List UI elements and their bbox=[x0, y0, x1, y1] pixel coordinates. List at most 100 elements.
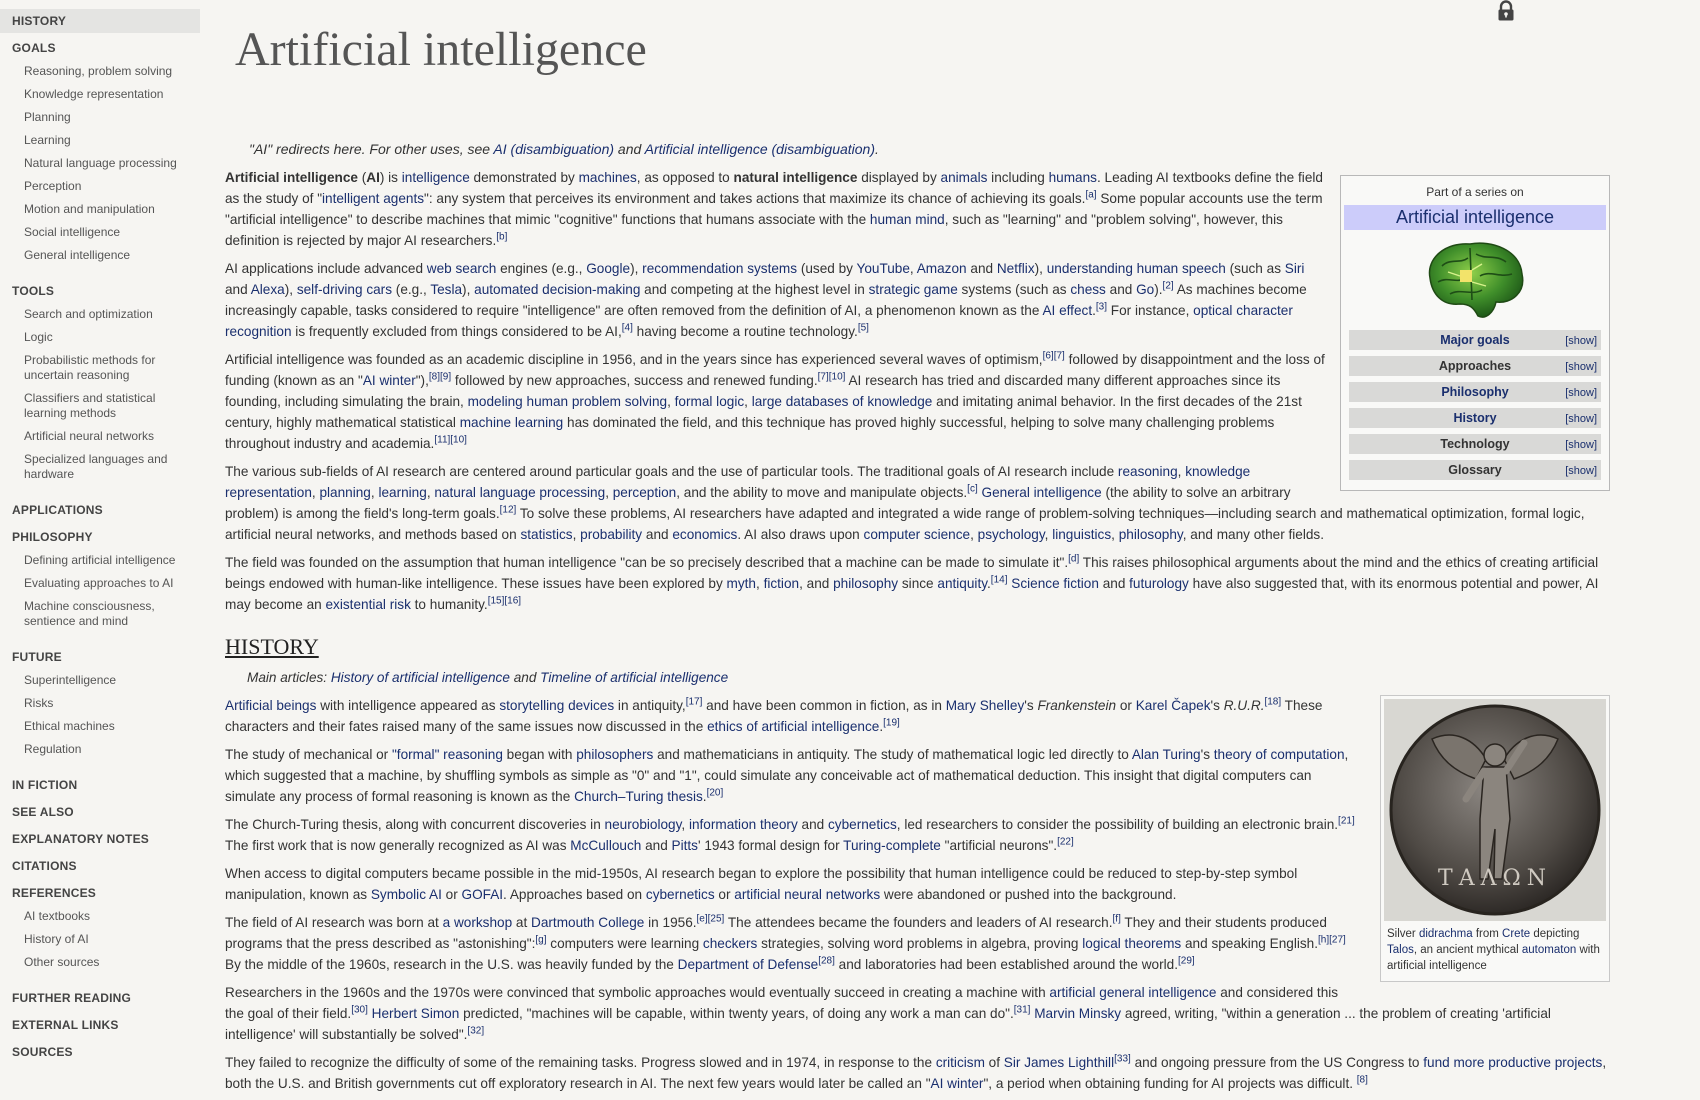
toc-item-superintelligence[interactable]: Superintelligence bbox=[24, 673, 117, 687]
toc-section-explanatory-notes[interactable]: EXPLANATORY NOTES bbox=[12, 832, 149, 846]
toc-item-planning[interactable]: Planning bbox=[24, 110, 71, 124]
article-link[interactable]: Department of Defense bbox=[677, 957, 819, 972]
article-link[interactable]: automated decision-making bbox=[474, 282, 641, 297]
article-link[interactable]: information theory bbox=[688, 817, 798, 832]
article-link[interactable]: Alan Turing bbox=[1131, 747, 1201, 762]
infobox-row-philosophy[interactable]: Philosophy[show] bbox=[1349, 382, 1601, 402]
citation-link[interactable]: [3] bbox=[1095, 301, 1107, 313]
toc-item-motion-and-manipulation[interactable]: Motion and manipulation bbox=[24, 202, 155, 216]
article-link[interactable]: Talos bbox=[1387, 944, 1414, 956]
citation-link[interactable]: [c] bbox=[967, 483, 978, 495]
article-link[interactable]: humans bbox=[1048, 170, 1097, 185]
citation-link[interactable]: [22] bbox=[1057, 836, 1074, 848]
article-link[interactable]: YouTube bbox=[856, 261, 910, 276]
toc-item-machine-consciousness-sentience-and-mind[interactable]: Machine consciousness, sentience and min… bbox=[24, 599, 155, 628]
citation-link[interactable]: [17] bbox=[685, 696, 703, 708]
article-link[interactable]: Sir James Lighthill bbox=[1003, 1055, 1115, 1070]
article-link[interactable]: "formal" reasoning bbox=[391, 747, 503, 762]
citation-link[interactable]: [d] bbox=[1068, 553, 1080, 565]
toc-section-future[interactable]: FUTURE bbox=[12, 650, 62, 664]
lock-icon[interactable] bbox=[1497, 0, 1515, 22]
toc-section-goals[interactable]: GOALS bbox=[12, 41, 56, 55]
brain-image[interactable] bbox=[1420, 236, 1530, 324]
citation-link[interactable]: [f] bbox=[1112, 913, 1121, 925]
article-link[interactable]: reasoning bbox=[1117, 464, 1178, 479]
article-link[interactable]: natural language processing bbox=[434, 485, 606, 500]
article-link[interactable]: Symbolic AI bbox=[370, 887, 442, 902]
article-link[interactable]: storytelling devices bbox=[499, 698, 615, 713]
citation-link[interactable]: [7][10] bbox=[817, 371, 846, 383]
article-link[interactable]: machine learning bbox=[459, 415, 564, 430]
article-link[interactable]: automaton bbox=[1521, 944, 1577, 956]
citation-link[interactable]: [2] bbox=[1162, 280, 1174, 292]
article-link[interactable]: futurology bbox=[1129, 576, 1189, 591]
article-link[interactable]: large databases of knowledge bbox=[751, 394, 933, 409]
toc-section-tools[interactable]: TOOLS bbox=[12, 284, 55, 298]
article-link[interactable]: computer science bbox=[863, 527, 971, 542]
article-link[interactable]: criticism bbox=[935, 1055, 985, 1070]
toc-item-perception[interactable]: Perception bbox=[24, 179, 82, 193]
citation-link[interactable]: [18] bbox=[1264, 696, 1282, 708]
article-link[interactable]: Go bbox=[1136, 282, 1155, 297]
citation-link[interactable]: [29] bbox=[1177, 955, 1195, 967]
article-link[interactable]: modeling human problem solving bbox=[467, 394, 668, 409]
article-link[interactable]: Marvin Minsky bbox=[1034, 1006, 1122, 1021]
infobox-row-approaches[interactable]: Approaches[show] bbox=[1349, 356, 1601, 376]
toc-item-ai-textbooks[interactable]: AI textbooks bbox=[24, 909, 91, 923]
article-link[interactable]: animals bbox=[940, 170, 988, 185]
article-link[interactable]: logical theorems bbox=[1082, 936, 1182, 951]
article-link[interactable]: a workshop bbox=[442, 915, 513, 930]
article-link[interactable]: theory of computation bbox=[1213, 747, 1345, 762]
infobox-row-history[interactable]: History[show] bbox=[1349, 408, 1601, 428]
toc-section-external-links[interactable]: EXTERNAL LINKS bbox=[12, 1018, 119, 1032]
citation-link[interactable]: [4] bbox=[621, 322, 633, 334]
infobox-row-technology[interactable]: Technology[show] bbox=[1349, 434, 1601, 454]
article-link[interactable]: artificial general intelligence bbox=[1049, 985, 1217, 1000]
citation-link[interactable]: [h][27] bbox=[1318, 934, 1346, 946]
article-link[interactable]: GOFAI bbox=[461, 887, 504, 902]
infobox-row-major-goals[interactable]: Major goals[show] bbox=[1349, 330, 1601, 350]
article-link[interactable]: statistics bbox=[520, 527, 573, 542]
toc-item-other-sources[interactable]: Other sources bbox=[24, 955, 100, 969]
toc-item-artificial-neural-networks[interactable]: Artificial neural networks bbox=[24, 429, 155, 443]
toc-item-classifiers-and-statistical-learning-methods[interactable]: Classifiers and statistical learning met… bbox=[24, 391, 156, 420]
article-link[interactable]: Mary Shelley bbox=[945, 698, 1025, 713]
article-link[interactable]: neurobiology bbox=[604, 817, 682, 832]
article-link[interactable]: Herbert Simon bbox=[371, 1006, 460, 1021]
citation-link[interactable]: [32] bbox=[467, 1025, 485, 1037]
infobox-row-glossary[interactable]: Glossary[show] bbox=[1349, 460, 1601, 480]
toc-section-see-also[interactable]: SEE ALSO bbox=[12, 805, 74, 819]
article-link[interactable]: General intelligence bbox=[981, 485, 1102, 500]
article-link[interactable]: Dartmouth College bbox=[531, 915, 645, 930]
article-link[interactable]: McCullouch bbox=[570, 838, 642, 853]
article-link[interactable]: planning bbox=[319, 485, 371, 500]
infobox-show-toggle[interactable]: [show] bbox=[1565, 439, 1597, 451]
toc-item-search-and-optimization[interactable]: Search and optimization bbox=[24, 307, 153, 321]
article-link[interactable]: Google bbox=[586, 261, 631, 276]
citation-link[interactable]: [15][16] bbox=[487, 595, 522, 607]
citation-link[interactable]: [11][10] bbox=[434, 434, 467, 446]
toc-item-logic[interactable]: Logic bbox=[24, 330, 53, 344]
toc-section-in-fiction[interactable]: IN FICTION bbox=[12, 778, 78, 792]
citation-link[interactable]: [8][9] bbox=[428, 371, 452, 383]
article-link[interactable]: strategic game bbox=[868, 282, 958, 297]
toc-item-natural-language-processing[interactable]: Natural language processing bbox=[24, 156, 177, 170]
citation-link[interactable]: [g] bbox=[535, 934, 547, 946]
article-link[interactable]: philosophy bbox=[833, 576, 899, 591]
citation-link[interactable]: [a] bbox=[1085, 189, 1097, 201]
article-link[interactable]: Science fiction bbox=[1011, 576, 1099, 591]
article-link[interactable]: philosophy bbox=[1118, 527, 1183, 542]
toc-item-risks[interactable]: Risks bbox=[24, 696, 54, 710]
toc-item-general-intelligence[interactable]: General intelligence bbox=[24, 248, 131, 262]
article-link[interactable]: understanding human speech bbox=[1046, 261, 1226, 276]
toc-item-reasoning-problem-solving[interactable]: Reasoning, problem solving bbox=[24, 64, 173, 78]
article-link[interactable]: knowledge representation bbox=[225, 464, 1251, 500]
toc-section-philosophy[interactable]: PHILOSOPHY bbox=[12, 530, 93, 544]
article-link[interactable]: AI (disambiguation) bbox=[493, 141, 615, 157]
article-link[interactable]: Turing-complete bbox=[843, 838, 941, 853]
article-link[interactable]: Karel Čapek bbox=[1135, 698, 1211, 713]
citation-link[interactable]: [31] bbox=[1013, 1004, 1031, 1016]
article-link[interactable]: Artificial beings bbox=[225, 698, 317, 713]
article-link[interactable]: Pitts bbox=[671, 838, 698, 853]
toc-item-ethical-machines[interactable]: Ethical machines bbox=[24, 719, 115, 733]
